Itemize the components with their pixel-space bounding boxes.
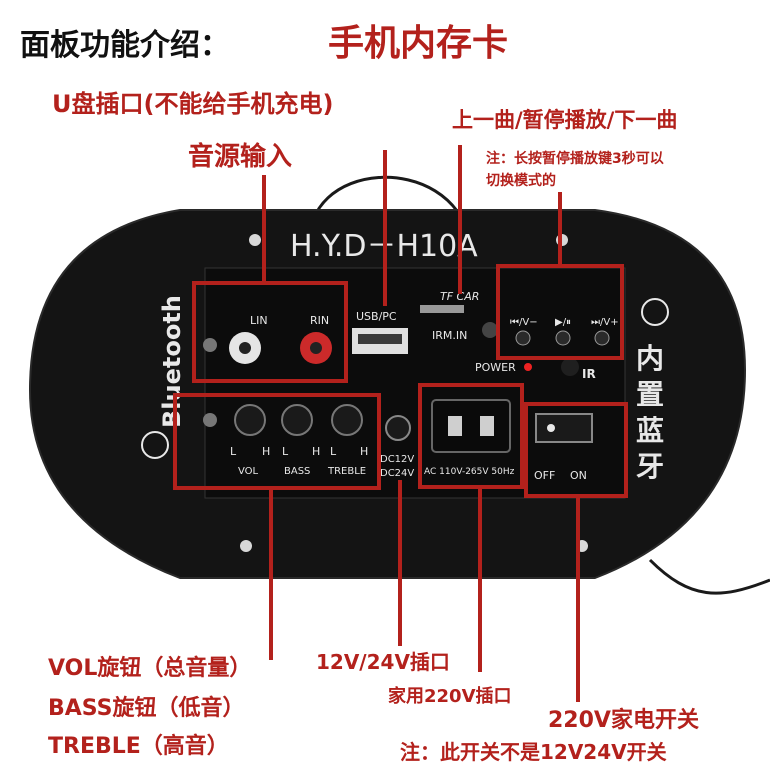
- treble-label: TREBLE: [327, 466, 366, 477]
- callout-knobs-box: [173, 393, 381, 490]
- screw-left: [203, 338, 217, 352]
- rocker-switch: [535, 413, 593, 443]
- track-controls-annotation: 上一曲/暂停播放/下一曲: [452, 108, 678, 132]
- callout-ac-box: [418, 383, 524, 489]
- track-note-line2: 切换模式的: [486, 173, 556, 189]
- ir-label: IR: [582, 367, 596, 381]
- play-button: [555, 330, 571, 346]
- ac-rating-label: AC 110V-265V 50Hz: [424, 467, 515, 477]
- builtin-bluetooth-3: 蓝: [636, 414, 664, 447]
- on-label: ON: [570, 469, 587, 482]
- off-label: OFF: [534, 469, 555, 482]
- ac-socket: [431, 399, 511, 453]
- power-label: POWER: [475, 361, 516, 374]
- power-switch-annotation: 220V家电开关: [548, 708, 699, 733]
- knob-l-1: L: [230, 445, 237, 458]
- knob-h-3: H: [360, 445, 368, 458]
- screw-top-left: [249, 234, 261, 246]
- treble-knob-annotation: TREBLE（高音）: [48, 734, 229, 759]
- screw-bottom-left: [240, 540, 252, 552]
- prev-button-label: ⏮/V−: [510, 317, 538, 328]
- rin-label: RIN: [310, 314, 329, 327]
- lin-label: LIN: [250, 314, 268, 327]
- prev-button: [515, 330, 531, 346]
- header-title: 面板功能介绍：: [20, 28, 230, 63]
- dc12-label: DC12V: [380, 454, 414, 465]
- dc-jack-annotation: 12V/24V插口: [316, 650, 450, 674]
- usb-port-annotation: U盘插口(不能给手机充电): [52, 90, 334, 118]
- treble-knob: [331, 404, 363, 436]
- dc-jack: [385, 415, 411, 441]
- play-button-label: ▶/⏸: [555, 317, 571, 328]
- wire-right: [648, 558, 770, 595]
- bluetooth-vertical-label: Bluetooth: [158, 295, 186, 428]
- callout-audio-input-box: [192, 281, 348, 383]
- track-note-line1: 注：长按暂停播放键3秒可以: [486, 151, 664, 167]
- vol-knob: [234, 404, 266, 436]
- vol-knob-annotation: VOL旋钮（总音量）: [48, 656, 252, 681]
- header-subtitle: 手机内存卡: [328, 23, 509, 64]
- bluetooth-right-icon: [641, 298, 669, 326]
- builtin-bluetooth-2: 置: [636, 378, 664, 411]
- builtin-bluetooth-4: 牙: [636, 450, 664, 483]
- screw-left-2: [203, 413, 217, 427]
- knob-l-3: L: [330, 445, 337, 458]
- bluetooth-left-icon: [141, 431, 169, 459]
- next-button: [594, 330, 610, 346]
- knob-h-2: H: [312, 445, 320, 458]
- bass-knob: [281, 404, 313, 436]
- next-button-label: ⏭/V+: [591, 317, 619, 328]
- power-led: [524, 363, 532, 371]
- irm-jack: [482, 322, 498, 338]
- knob-h-1: H: [262, 445, 270, 458]
- knob-l-2: L: [282, 445, 289, 458]
- bass-knob-annotation: BASS旋钮（低音）: [48, 696, 245, 721]
- irm-in-label: IRM.IN: [432, 329, 467, 342]
- audio-input-annotation: 音源输入: [188, 142, 293, 172]
- ac-jack-annotation: 家用220V插口: [388, 686, 512, 707]
- usb-pc-label: USB/PC: [356, 310, 397, 323]
- switch-note-annotation: 注：此开关不是12V24V开关: [400, 740, 667, 764]
- tf-slot: [420, 305, 464, 313]
- vol-label: VOL: [238, 466, 259, 477]
- builtin-bluetooth-1: 内: [636, 342, 664, 375]
- ir-receiver: [561, 358, 579, 376]
- tf-card-label: TF CAR: [440, 290, 479, 303]
- dc24-label: DC24V: [380, 468, 414, 479]
- bass-label: BASS: [284, 466, 310, 477]
